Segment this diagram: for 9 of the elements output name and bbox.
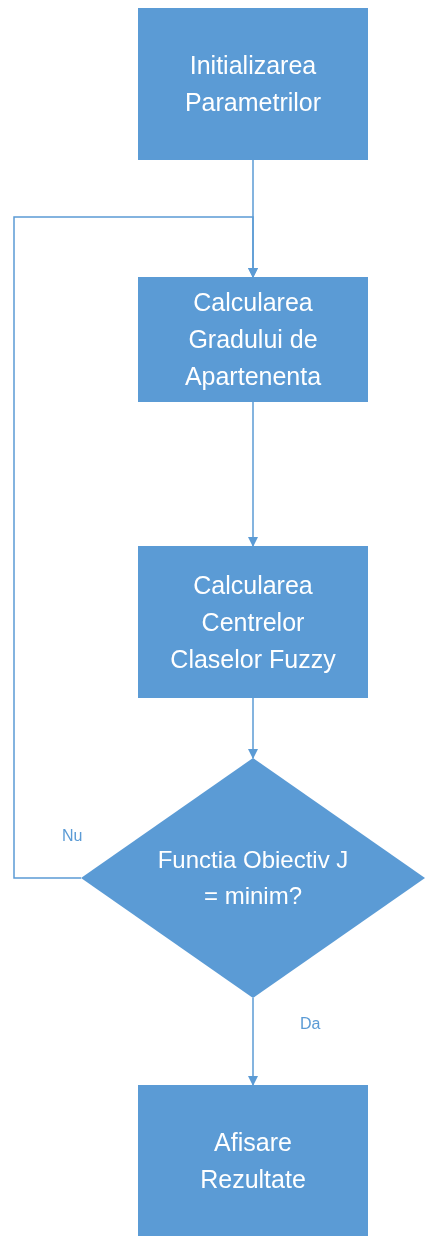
process-box: Calcularea Centrelor Claselor Fuzzy — [138, 546, 368, 698]
decision-text: Functia Obiectiv J = minim? — [156, 845, 350, 911]
process-box: Initializarea Parametrilor — [138, 8, 368, 160]
arrow — [248, 697, 258, 759]
arrow — [248, 401, 258, 547]
arrow — [13, 216, 258, 879]
process-box: Afisare Rezultate — [138, 1085, 368, 1236]
arrow — [248, 997, 258, 1086]
process-box: Calcularea Gradului de Apartenenta — [138, 277, 368, 402]
